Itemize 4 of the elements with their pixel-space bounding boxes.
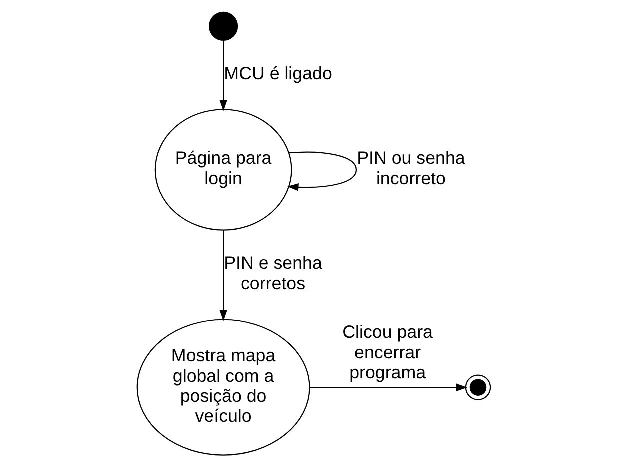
edge-label: Clicou para encerrar programa	[342, 322, 432, 382]
edge-label: PIN e senha corretos	[224, 253, 322, 294]
edge-label: PIN ou senha incorreto	[356, 148, 465, 188]
edge-label: MCU é ligado	[224, 63, 332, 84]
